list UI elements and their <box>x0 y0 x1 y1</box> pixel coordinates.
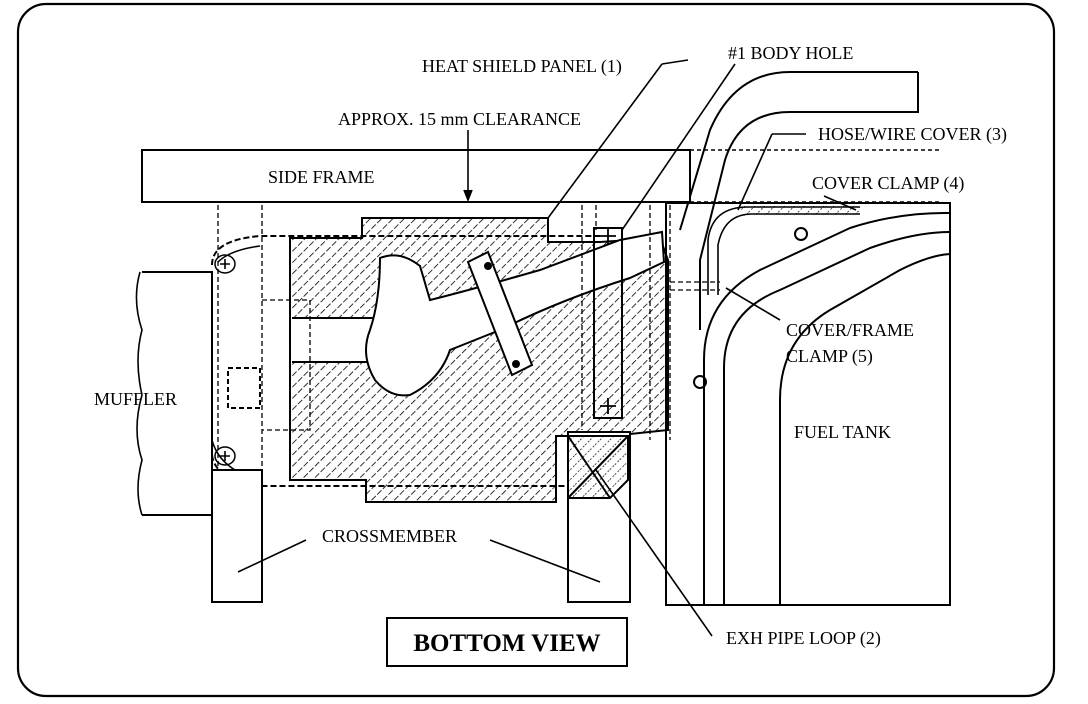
exhaust-pipe <box>292 230 666 397</box>
fuel-tank-label: FUEL TANK <box>794 422 891 442</box>
cover-clamp-label: COVER CLAMP (4) <box>812 173 964 194</box>
construction-lines <box>217 205 720 470</box>
body-hole-label: #1 BODY HOLE <box>728 43 853 63</box>
side-frame <box>141 149 940 203</box>
diagram-title: BOTTOM VIEW <box>413 630 600 657</box>
heat-shield-panel-label: HEAT SHIELD PANEL (1) <box>422 56 622 77</box>
fuel-tank <box>665 202 951 606</box>
hose-wire-cover <box>679 71 919 330</box>
muffler-label: MUFFLER <box>94 389 177 409</box>
exh-pipe-loop-label: EXH PIPE LOOP (2) <box>726 628 881 649</box>
crossmember-label: CROSSMEMBER <box>322 526 457 546</box>
side-frame-label: SIDE FRAME <box>268 167 375 187</box>
hose-wire-cover-label: HOSE/WIRE COVER (3) <box>818 124 1007 145</box>
title-box <box>386 617 628 667</box>
cover-frame-clamp-label-2: CLAMP (5) <box>786 346 873 367</box>
clearance-label: APPROX. 15 mm CLEARANCE <box>338 109 581 129</box>
cover-frame-clamp-label-1: COVER/FRAME <box>786 320 914 340</box>
outer-frame <box>16 2 1056 698</box>
leader-lines <box>237 59 857 637</box>
